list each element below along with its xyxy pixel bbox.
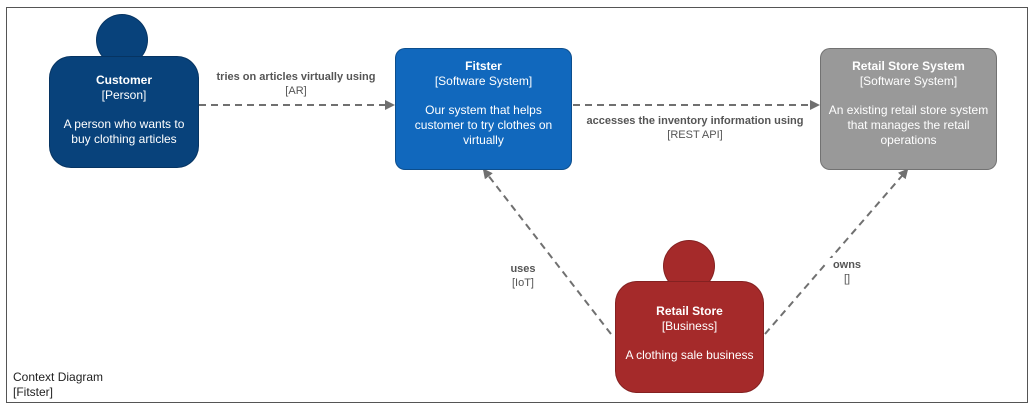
caption-subtitle: [Fitster] xyxy=(13,385,54,399)
edge-store-to-retail-system xyxy=(764,168,909,335)
customer-description: A person who wants to buy clothing artic… xyxy=(63,117,185,146)
caption-title: Context Diagram xyxy=(13,370,104,384)
diagram-caption: Context Diagram [Fitster] xyxy=(13,370,103,400)
retail-store-title: Retail Store xyxy=(656,304,723,318)
edge-label-fitster-retail: accesses the inventory information using… xyxy=(575,114,815,142)
fitster-title: Fitster xyxy=(465,59,502,73)
edge-label-store-retail: owns [] xyxy=(827,258,867,286)
retail-store-description: A clothing sale business xyxy=(625,348,754,362)
retail-store-node[interactable]: Retail Store [Business] A clothing sale … xyxy=(615,281,764,393)
fitster-node[interactable]: Fitster [Software System] Our system tha… xyxy=(395,48,572,170)
retail-system-title: Retail Store System xyxy=(852,59,965,73)
edge-label-store-fitster: uses [IoT] xyxy=(503,262,543,290)
relationship-layer xyxy=(199,100,909,335)
retail-store-kind: [Business] xyxy=(661,319,718,333)
customer-kind: [Person] xyxy=(101,88,147,102)
fitster-description: Our system that helps customer to try cl… xyxy=(414,103,553,147)
retail-system-description: An existing retail store system that man… xyxy=(828,103,989,147)
customer-node[interactable]: Customer [Person] A person who wants to … xyxy=(49,56,199,168)
customer-title: Customer xyxy=(95,73,152,87)
edge-label-customer-fitster: tries on articles virtually using [AR] xyxy=(207,70,385,98)
diagram-canvas: Customer [Person] A person who wants to … xyxy=(6,7,1028,403)
edge-store-to-fitster xyxy=(482,168,612,335)
retail-system-node[interactable]: Retail Store System [Software System] An… xyxy=(820,48,997,170)
retail-system-kind: [Software System] xyxy=(859,74,958,88)
fitster-kind: [Software System] xyxy=(434,74,533,88)
